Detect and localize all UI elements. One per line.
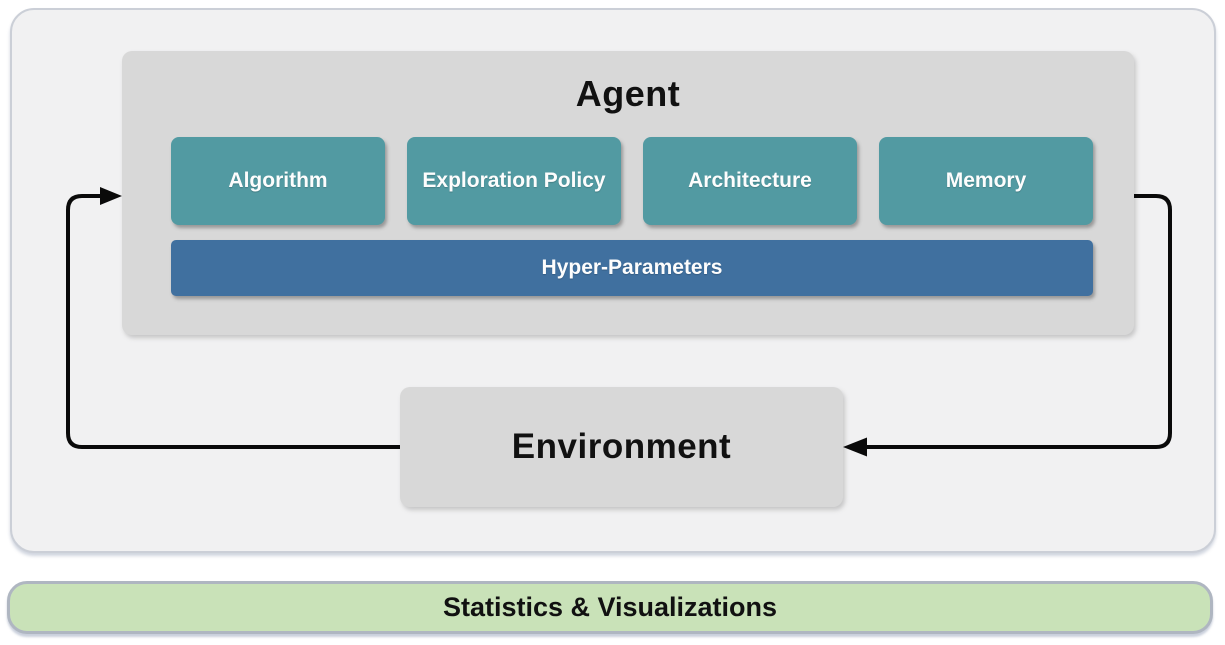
module-memory: Memory (879, 137, 1093, 225)
agent-title: Agent (575, 73, 681, 114)
module-exploration-policy: Exploration Policy (407, 137, 621, 225)
module-architecture: Architecture (643, 137, 857, 225)
hyper-parameters-bar: Hyper-Parameters (171, 240, 1093, 296)
agent-box: Agent Algorithm Exploration Policy Archi… (122, 51, 1134, 335)
module-algorithm: Algorithm (171, 137, 385, 225)
environment-box: Environment (400, 387, 843, 507)
statistics-visualizations-bar: Statistics & Visualizations (7, 581, 1213, 634)
agent-module-row: Algorithm Exploration Policy Architectur… (171, 137, 1093, 225)
